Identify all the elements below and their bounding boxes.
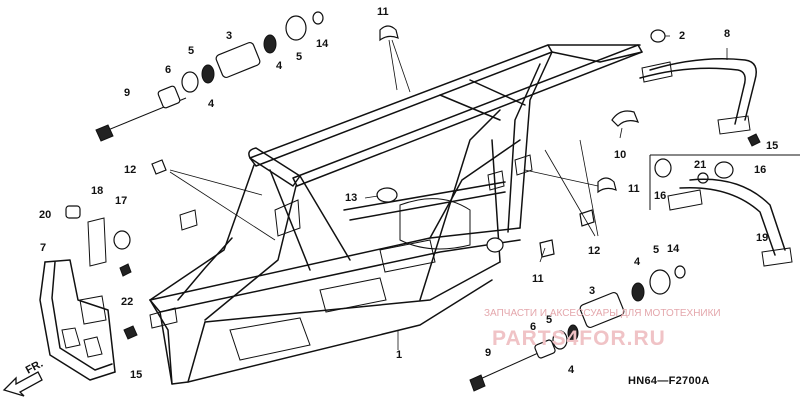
callout-2: 2 (679, 30, 685, 42)
callout-14-upper: 14 (316, 38, 329, 50)
callout-8: 8 (724, 28, 730, 40)
callout-1: 1 (396, 349, 402, 361)
callout-20: 20 (39, 209, 51, 221)
bolt-15-front (123, 325, 138, 340)
callout-5-lower-left: 5 (546, 314, 552, 326)
bearing-4-lower-right (631, 282, 645, 302)
forward-arrow-icon (2, 371, 43, 397)
diagram-code: HN64—F2700A (628, 375, 710, 387)
callout-12-left: 12 (124, 164, 136, 176)
forward-arrow: FR. (2, 358, 45, 397)
callout-12-right: 12 (588, 245, 600, 257)
grommet-16-right (714, 161, 734, 179)
bracket-18 (87, 217, 107, 267)
bearing-4-lower-left (567, 324, 579, 342)
callout-numbers: 3 5 6 9 4 4 5 14 11 2 8 15 10 21 16 16 1… (39, 6, 778, 381)
callout-15-rear: 15 (766, 140, 778, 152)
front-bumper-7 (39, 259, 116, 381)
callout-18: 18 (91, 185, 103, 197)
clip-10 (611, 110, 640, 127)
callout-5-upper-left: 5 (188, 45, 194, 57)
callout-3-lower: 3 (589, 285, 595, 297)
clip-12-right (579, 209, 595, 227)
engine-hanger-assembly-lower (469, 265, 686, 392)
callout-6-upper: 6 (165, 64, 171, 76)
cap-2 (650, 29, 666, 43)
callout-14-lower: 14 (667, 243, 680, 255)
collar-21 (697, 172, 709, 184)
callout-9-lower: 9 (485, 347, 491, 359)
detail-inset (649, 154, 800, 267)
collar-6-upper (157, 85, 181, 109)
clip-12-left (151, 159, 167, 175)
callout-17: 17 (115, 195, 127, 207)
clip-11-right (597, 177, 617, 194)
bearing-4-upper-left (201, 64, 215, 84)
callout-6-lower: 6 (530, 321, 536, 333)
watermark-site: PARTS4FOR.RU (492, 327, 666, 350)
bearing-4-upper-right (263, 34, 277, 54)
callout-16-left: 16 (654, 190, 666, 202)
callout-19: 19 (756, 232, 768, 244)
callout-11-bottom: 11 (532, 273, 544, 285)
callout-7: 7 (40, 242, 46, 254)
flange-bolt-9-upper (95, 124, 114, 142)
callout-4-upper-left: 4 (208, 98, 215, 110)
watermark-tagline: ЗАПЧАСТИ И АКСЕССУАРЫ ДЛЯ МОТОТЕХНИКИ (484, 308, 721, 319)
callout-21: 21 (694, 159, 706, 171)
forward-arrow-label: FR. (24, 358, 45, 377)
dust-seal-5-upper-left (181, 71, 199, 93)
callout-15-front: 15 (130, 369, 142, 381)
engine-hanger-shaft-3-lower (579, 291, 625, 329)
nut-14-lower (674, 265, 686, 279)
callout-11-right: 11 (628, 183, 640, 195)
leader-lines (169, 35, 728, 350)
collar-6-lower (534, 339, 556, 359)
callout-5-lower-right: 5 (653, 244, 659, 256)
callout-22: 22 (121, 296, 133, 308)
grommet-16-left (654, 158, 672, 178)
engine-hanger-assembly-upper (95, 11, 324, 142)
rear-grab-bar-8 (639, 58, 761, 147)
cushion-20 (65, 205, 81, 219)
callout-4-lower-left: 4 (568, 364, 575, 376)
dust-seal-5-lower-left (552, 330, 568, 350)
callout-16-right: 16 (754, 164, 766, 176)
callout-11-top: 11 (377, 6, 389, 18)
callout-4-lower-right: 4 (634, 256, 641, 268)
callout-5-upper-right: 5 (296, 51, 302, 63)
dust-seal-5-upper-right (285, 15, 307, 41)
engine-hanger-shaft-3-upper (215, 41, 261, 79)
nut-14-upper (312, 11, 324, 25)
callout-3-upper: 3 (226, 30, 232, 42)
dust-seal-5-lower-right (649, 269, 671, 295)
clip-11-top (379, 25, 399, 42)
callout-10: 10 (614, 149, 626, 161)
main-frame (149, 44, 643, 385)
bolt-22 (119, 263, 132, 277)
callout-9-upper: 9 (124, 87, 130, 99)
callout-13: 13 (345, 192, 357, 204)
callout-4-upper-right: 4 (276, 60, 283, 72)
clip-11-bottom (539, 239, 555, 258)
band-13 (376, 187, 398, 203)
watermark: ЗАПЧАСТИ И АКСЕССУАРЫ ДЛЯ МОТОТЕХНИКИ PA… (484, 308, 721, 350)
grommet-17 (113, 230, 131, 250)
bolt-15-rear (747, 133, 761, 147)
flange-bolt-9-lower (469, 374, 486, 392)
